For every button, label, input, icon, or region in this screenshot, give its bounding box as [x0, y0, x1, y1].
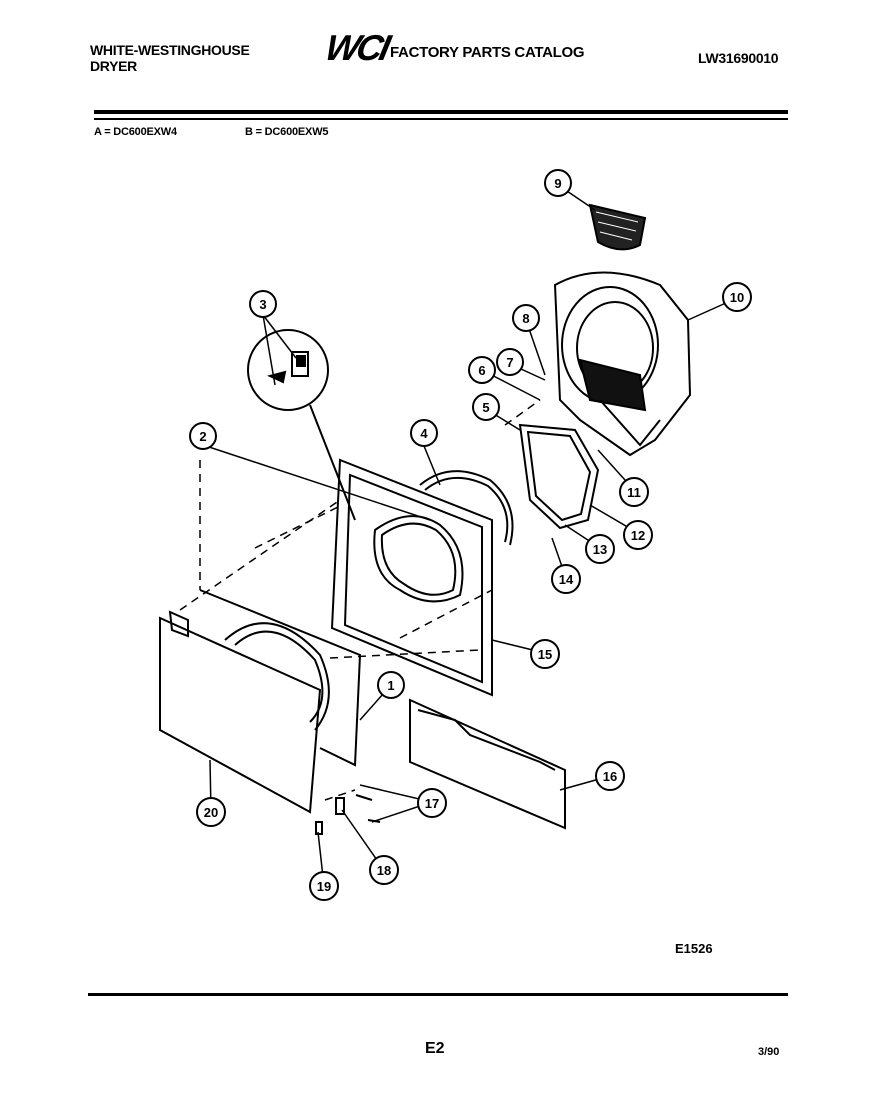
callout-12: 12 [623, 520, 653, 550]
callout-14: 14 [551, 564, 581, 594]
parts-17-19-hardware [315, 794, 381, 835]
callout-2: 2 [189, 422, 217, 450]
brand-line-1: WHITE-WESTINGHOUSE [90, 42, 250, 58]
brand-line-2: DRYER [90, 58, 137, 74]
header-rule-thin [94, 118, 788, 120]
callout-5: 5 [472, 393, 500, 421]
header-rule-thick [94, 110, 788, 114]
callout-1: 1 [377, 671, 405, 699]
svg-text:12: 12 [631, 528, 645, 543]
part-9-lint-filter [588, 203, 647, 251]
svg-text:18: 18 [377, 863, 391, 878]
callout-8: 8 [512, 304, 540, 332]
callout-10: 10 [722, 282, 752, 312]
part-12-duct [518, 423, 600, 530]
svg-text:13: 13 [593, 542, 607, 557]
part-3-detail-circle [247, 329, 356, 521]
callout-13: 13 [585, 534, 615, 564]
svg-text:3: 3 [259, 297, 266, 312]
svg-text:20: 20 [204, 805, 218, 820]
svg-text:11: 11 [627, 485, 641, 500]
callout-16: 16 [595, 761, 625, 791]
catalog-date: 3/90 [758, 1046, 780, 1058]
model-b-label: B = DC600EXW5 [245, 126, 329, 138]
callout-3: 3 [249, 290, 277, 318]
alignment-lines [179, 399, 541, 801]
svg-text:9: 9 [554, 176, 561, 191]
svg-text:5: 5 [482, 400, 489, 415]
footer-rule [88, 993, 788, 996]
part-20-door [159, 589, 362, 814]
callout-7: 7 [496, 348, 524, 376]
svg-text:2: 2 [199, 429, 206, 444]
document-number: LW31690010 [698, 50, 779, 66]
svg-text:8: 8 [522, 311, 529, 326]
svg-text:14: 14 [559, 572, 574, 587]
figure-code: E1526 [675, 941, 713, 956]
svg-text:16: 16 [603, 769, 617, 784]
part-4-seal [419, 470, 514, 546]
callout-6: 6 [468, 356, 496, 384]
svg-text:17: 17 [425, 796, 439, 811]
svg-text:4: 4 [420, 426, 428, 441]
callout-11: 11 [619, 477, 649, 507]
svg-text:10: 10 [730, 290, 744, 305]
callout-19: 19 [309, 871, 339, 901]
callout-20: 20 [196, 797, 226, 827]
callout-17: 17 [417, 788, 447, 818]
part-10-blower-housing [553, 271, 692, 457]
part-16-kickpanel [409, 698, 566, 830]
callout-15: 15 [530, 639, 560, 669]
svg-text:7: 7 [506, 355, 513, 370]
svg-text:19: 19 [317, 879, 331, 894]
svg-text:1: 1 [387, 678, 394, 693]
svg-text:15: 15 [538, 647, 552, 662]
callout-9: 9 [544, 169, 572, 197]
model-a-label: A = DC600EXW4 [94, 126, 177, 138]
callout-18: 18 [369, 855, 399, 885]
callout-4: 4 [410, 419, 438, 447]
leader-lines [202, 184, 738, 887]
catalog-title: FACTORY PARTS CATALOG [390, 44, 585, 61]
svg-text:6: 6 [478, 363, 485, 378]
page-code: E2 [425, 1040, 445, 1057]
